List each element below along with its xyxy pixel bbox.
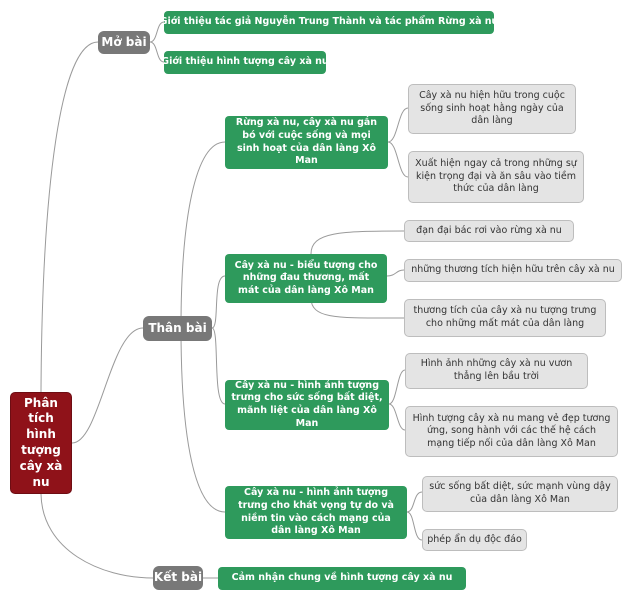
item-label: Giới thiệu hình tượng cây xà nu xyxy=(164,56,326,68)
topic-2-detail-3[interactable]: thương tích của cây xà nu tượng trưng ch… xyxy=(404,299,606,337)
detail-label: sức sống bất diệt, sức mạnh vùng dậy của… xyxy=(429,481,611,505)
section-than-bai[interactable]: Thân bài xyxy=(143,316,212,341)
detail-label: phép ẩn dụ độc đáo xyxy=(427,533,522,545)
edge-root-ket-bai xyxy=(40,493,154,579)
edge-than-bai-topic-4 xyxy=(180,327,226,513)
edge-than-bai-topic-3 xyxy=(211,327,226,405)
mo-bai-item-2[interactable]: Giới thiệu hình tượng cây xà nu xyxy=(164,51,326,74)
detail-label: những thương tích hiện hữu trên cây xà n… xyxy=(411,264,615,276)
root-label: Phân tích hình tượng cây xà nu xyxy=(19,395,63,489)
section-mo-bai[interactable]: Mở bài xyxy=(98,31,150,54)
topic-label: Cây xà nu - hình ảnh tượng trưng cho sức… xyxy=(231,380,383,429)
edge-topic-3-detail-2 xyxy=(388,403,406,431)
detail-label: Xuất hiện ngay cả trong những sự kiện tr… xyxy=(415,158,577,195)
item-label: Giới thiệu tác giả Nguyễn Trung Thành và… xyxy=(164,16,494,28)
topic-2-detail-2[interactable]: những thương tích hiện hữu trên cây xà n… xyxy=(404,259,622,282)
section-label: Thân bài xyxy=(148,320,207,335)
edge-topic-1-detail-2 xyxy=(387,141,409,178)
detail-label: Hình tượng cây xà nu mang vẻ đẹp tương ứ… xyxy=(412,412,611,449)
than-bai-topic-4[interactable]: Cây xà nu - hình ảnh tượng trưng cho khá… xyxy=(225,486,407,539)
edge-topic-2-detail-1 xyxy=(310,230,405,255)
than-bai-topic-1[interactable]: Rừng xà nu, cây xà nu gắn bó với cuộc số… xyxy=(225,116,388,169)
edge-root-than-bai xyxy=(71,327,144,444)
topic-label: Rừng xà nu, cây xà nu gắn bó với cuộc số… xyxy=(235,117,378,167)
than-bai-topic-2[interactable]: Cây xà nu - biểu tượng cho những đau thư… xyxy=(225,254,387,303)
detail-label: đạn đại bác rơi vào rừng xà nu xyxy=(416,224,562,236)
edge-than-bai-topic-2 xyxy=(211,275,226,329)
topic-2-detail-1[interactable]: đạn đại bác rơi vào rừng xà nu xyxy=(404,220,574,242)
root-node[interactable]: Phân tích hình tượng cây xà nu xyxy=(10,392,72,494)
topic-3-detail-2[interactable]: Hình tượng cây xà nu mang vẻ đẹp tương ứ… xyxy=(405,406,618,457)
edge-mo-bai-item-1 xyxy=(149,21,165,43)
section-label: Mở bài xyxy=(101,34,147,49)
topic-4-detail-2[interactable]: phép ẩn dụ độc đáo xyxy=(422,529,527,551)
edge-root-mo-bai xyxy=(40,41,99,393)
topic-4-detail-1[interactable]: sức sống bất diệt, sức mạnh vùng dậy của… xyxy=(422,476,618,512)
topic-label: Cây xà nu - biểu tượng cho những đau thư… xyxy=(234,259,378,296)
topic-1-detail-2[interactable]: Xuất hiện ngay cả trong những sự kiện tr… xyxy=(408,151,584,203)
edge-than-bai-topic-1 xyxy=(180,141,226,329)
edge-topic-2-detail-2 xyxy=(386,269,405,277)
edge-topic-3-detail-1 xyxy=(388,369,406,405)
detail-label: thương tích của cây xà nu tượng trưng ch… xyxy=(413,305,597,329)
topic-1-detail-1[interactable]: Cây xà nu hiện hữu trong cuộc sống sinh … xyxy=(408,84,576,134)
mo-bai-item-1[interactable]: Giới thiệu tác giả Nguyễn Trung Thành và… xyxy=(164,11,494,34)
topic-3-detail-1[interactable]: Hình ảnh những cây xà nu vươn thẳng lên … xyxy=(405,353,588,389)
item-label: Cảm nhận chung về hình tượng cây xà nu xyxy=(231,572,453,584)
section-label: Kết bài xyxy=(153,570,203,585)
edge-topic-1-detail-1 xyxy=(387,107,409,143)
than-bai-topic-3[interactable]: Cây xà nu - hình ảnh tượng trưng cho sức… xyxy=(225,380,389,430)
edge-mo-bai-item-2 xyxy=(149,41,165,63)
edge-topic-2-detail-3 xyxy=(310,297,405,319)
edge-topic-4-detail-1 xyxy=(406,491,423,513)
detail-label: Hình ảnh những cây xà nu vươn thẳng lên … xyxy=(420,358,573,382)
section-ket-bai[interactable]: Kết bài xyxy=(153,566,203,590)
topic-label: Cây xà nu - hình ảnh tượng trưng cho khá… xyxy=(238,487,394,537)
ket-bai-item-1[interactable]: Cảm nhận chung về hình tượng cây xà nu xyxy=(218,567,466,590)
edge-topic-4-detail-2 xyxy=(406,511,423,541)
detail-label: Cây xà nu hiện hữu trong cuộc sống sinh … xyxy=(419,90,565,127)
